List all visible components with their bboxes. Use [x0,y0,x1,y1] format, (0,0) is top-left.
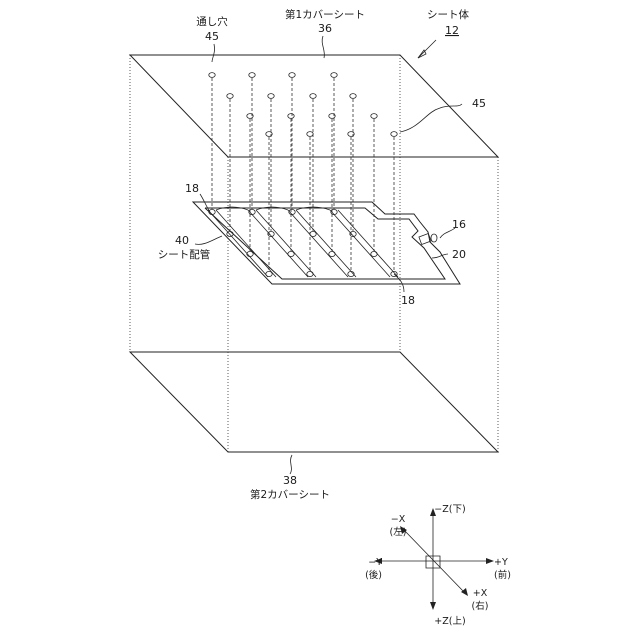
axis-plus-y-sub: (前) [494,569,511,581]
axis-minus-y-sub: (後) [365,569,382,581]
pipe-run-line [248,210,308,277]
through-hole [268,94,274,99]
through-hole [289,73,295,78]
connector-16 [419,234,437,245]
cover1-num-label: 36 [318,22,332,35]
first-cover-sheet [130,55,498,157]
through-hole [227,94,233,99]
hole-num-top-label: 45 [205,30,219,43]
ref-20-label: 20 [452,248,466,261]
pipe-num-label: 40 [175,234,189,247]
coordinate-axes: −X (左) −Z(下) −Y (後) +Y (前) +X (右) +Z(上) [365,504,511,627]
axis-minus-z-label: −Z(下) [434,504,465,515]
through-hole [307,132,313,137]
sheet-outline [193,202,460,284]
hole-num-right-label: 45 [472,97,486,110]
through-hole [310,94,316,99]
sheet-piping [193,202,460,284]
through-hole [371,114,377,119]
axis-plus-x-sub: (右) [472,600,489,612]
arrow-plus-y [486,558,494,564]
second-cover-sheet [130,352,498,452]
through-hole [288,114,294,119]
arrow-plus-z [430,602,436,610]
sheet-body-name-label: シート体 [427,9,469,21]
axis-minus-y-label: −Y [368,557,382,568]
cover2-name-label: 第2カバーシート [250,488,330,501]
hole-name-label: 通し穴 [196,15,228,28]
through-hole [391,132,397,137]
pipe-run-line [208,210,268,277]
cover1-name-label: 第1カバーシート [285,8,365,21]
axis-plus-z-label: +Z(上) [434,616,465,627]
pipe-runs [208,207,398,277]
cover2-num-label: 38 [283,474,297,487]
through-hole [209,73,215,78]
through-holes [209,73,397,277]
ref-18-bottom-label: 18 [401,294,415,307]
ref-18-top-label: 18 [185,182,199,195]
ref-16-label: 16 [452,218,466,231]
pipe-name-label: シート配管 [158,248,211,261]
axis-plus-x-label: +X [473,588,488,599]
axis-minus-x-sub: (左) [390,526,407,538]
through-hole [331,73,337,78]
pipe-hole [307,271,313,276]
axis-minus-x-label: −X [391,514,406,525]
arrow-plus-x [461,588,468,596]
pipe-run-line [256,210,316,277]
through-hole [350,94,356,99]
diagram-labels: 通し穴 45 第1カバーシート 36 シート体 12 45 18 40 シート配… [158,8,486,501]
axis-plus-y-label: +Y [494,557,508,568]
pipe-run-line [216,210,276,277]
pipe-channel [205,208,445,279]
sheet-body-num-label: 12 [445,24,459,37]
through-hole [249,73,255,78]
